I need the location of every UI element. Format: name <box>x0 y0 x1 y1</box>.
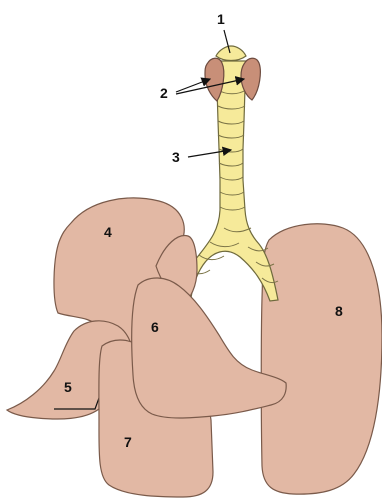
lung-lobe-8 <box>261 224 382 494</box>
label-6: 6 <box>151 319 159 335</box>
label-3: 3 <box>172 149 180 165</box>
label-8: 8 <box>335 303 343 319</box>
label-4: 4 <box>104 224 112 240</box>
label-5: 5 <box>64 379 72 395</box>
label-2: 2 <box>160 85 168 101</box>
label-7: 7 <box>124 434 132 450</box>
label-1: 1 <box>217 11 225 27</box>
